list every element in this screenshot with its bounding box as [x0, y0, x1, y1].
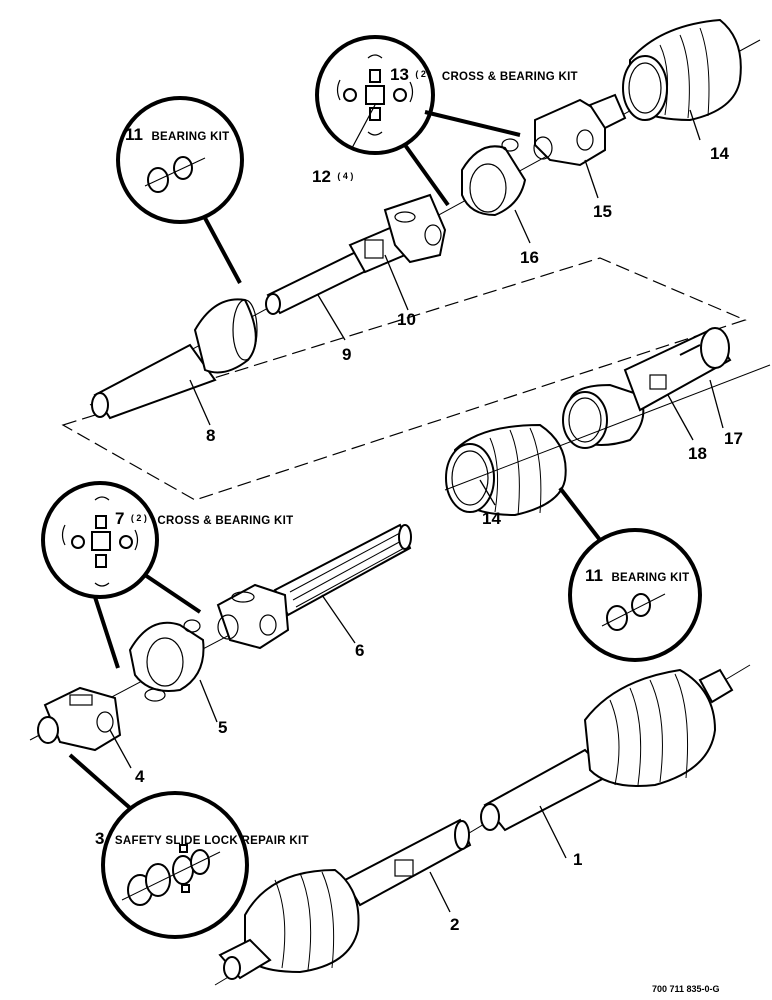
bearing-kit-top-circle — [116, 96, 244, 284]
part-18-shield-cone — [562, 383, 645, 449]
callout-14-top: 14 — [710, 144, 729, 163]
part-9-inner-tube — [265, 248, 374, 315]
callout-10: 10 — [397, 310, 416, 329]
callout-16: 16 — [520, 248, 539, 267]
callout-18: 18 — [688, 444, 707, 463]
assembly-group-box — [61, 257, 747, 501]
figure-id: 700 711 835-0-G — [652, 984, 720, 994]
leader-lines — [109, 109, 724, 913]
cross-kit-left-label: 7 ( 2 ) CROSS & BEARING KIT — [115, 508, 293, 528]
part-16-yoke — [461, 138, 527, 217]
part-14-shield-cone-middle — [445, 423, 567, 517]
callout-labels: 1 2 4 5 6 8 9 10 14 14 15 16 17 18 11 BE… — [95, 64, 743, 994]
callout-5: 5 — [218, 718, 227, 737]
part-8-outer-shield-tube — [91, 298, 258, 420]
part-6-yoke — [216, 583, 290, 650]
part-4-yoke — [37, 686, 122, 752]
cross-bearing-icon — [336, 54, 414, 136]
cross-bearing-icon — [61, 496, 139, 587]
part-6-splined-shaft — [273, 523, 412, 617]
callout-14-middle: 14 — [482, 509, 501, 528]
cross-kit-left-circle — [41, 481, 202, 669]
callout-4: 4 — [135, 767, 145, 786]
part-5-yoke — [128, 619, 205, 702]
callout-2: 2 — [450, 915, 459, 934]
slide-lock-parts-icon — [121, 844, 221, 906]
part-2-inner-half — [218, 818, 472, 980]
part-14-shield-cone-top — [622, 18, 742, 122]
callout-17: 17 — [724, 429, 743, 448]
callout-8: 8 — [206, 426, 215, 445]
callout-1: 1 — [573, 850, 582, 869]
part-15-yoke — [533, 93, 627, 167]
callout-6: 6 — [355, 641, 364, 660]
callout-9: 9 — [342, 345, 351, 364]
slide-lock-kit-label: 3 SAFETY SLIDE LOCK REPAIR KIT — [95, 829, 309, 848]
cross-kit-top-circle — [315, 35, 521, 207]
middle-centerline — [444, 364, 771, 491]
part-10-inner-yoke — [348, 193, 447, 274]
cross-kit-top-sub-label: 12 ( 4 ) — [312, 167, 353, 186]
part-17-shield-tube — [623, 327, 732, 412]
snap-ring-icon — [601, 593, 666, 631]
bearing-kit-top-label: 11 BEARING KIT — [125, 125, 230, 144]
cross-kit-top-label: 13 ( 2 ) CROSS & BEARING KIT — [390, 64, 578, 84]
part-1-outer-half — [480, 668, 734, 832]
slide-lock-kit-circle — [68, 753, 249, 939]
bearing-kit-right-circle — [558, 486, 702, 662]
callout-15: 15 — [593, 202, 612, 221]
snap-ring-icon — [144, 156, 206, 193]
bearing-kit-right-label: 11 BEARING KIT — [585, 566, 690, 585]
